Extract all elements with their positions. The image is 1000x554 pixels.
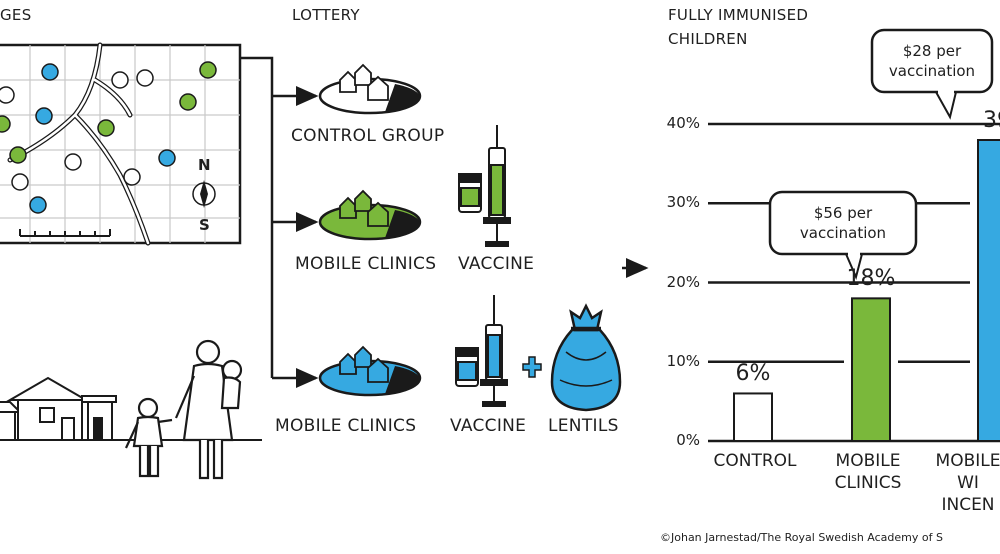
village-scene	[0, 339, 262, 480]
bar-2	[851, 297, 891, 442]
bar-1	[733, 392, 773, 443]
immunisation-chart	[708, 28, 1000, 443]
callout-text-line: $56 per	[813, 204, 873, 222]
mobile-clinics-label-1: MOBILE CLINICS	[295, 254, 437, 274]
chart-title-line-2: CHILDREN	[668, 30, 748, 48]
compass-icon	[192, 180, 216, 208]
control-group-houses-icon	[318, 63, 422, 115]
callout-tail	[934, 91, 958, 120]
lentils-label: LENTILS	[548, 416, 619, 436]
category-label-line: CONTROL	[713, 451, 797, 471]
category-label-line: CLINICS	[834, 473, 902, 493]
callout-bubble	[768, 190, 918, 256]
category-label-line: INCEN	[941, 495, 995, 515]
category-label-line: WI	[957, 473, 979, 493]
vaccine-icon-blue	[455, 295, 508, 407]
chart-title-line-1: FULLY IMMUNISED	[668, 6, 809, 24]
person-child	[125, 397, 173, 478]
bar-value-label: 6%	[735, 361, 771, 387]
compass-south-label: S	[199, 216, 211, 234]
callout-text: $56 per vaccination	[770, 203, 916, 243]
vaccine-icon-green	[458, 125, 511, 247]
category-label-line: MOBILE	[835, 451, 901, 471]
lentils-bag-icon	[550, 303, 622, 412]
callout-text: $28 per vaccination	[872, 41, 992, 81]
y-tick-label: 40%	[666, 114, 700, 132]
bar-value-label: 39	[983, 108, 1000, 133]
plus-icon	[522, 356, 542, 378]
y-tick-label: 20%	[666, 272, 700, 291]
vaccine-label-1: VACCINE	[458, 254, 535, 274]
lottery-label: LOTTERY	[292, 6, 360, 24]
category-label-line: MOBILE	[935, 451, 1000, 471]
callout-text-line: $28 per	[902, 42, 962, 60]
villages-label: GES	[0, 6, 32, 24]
village-map	[0, 42, 242, 246]
person-adult	[174, 339, 243, 480]
mobile-clinics-houses-icon-green	[318, 189, 422, 241]
lottery-flow	[240, 56, 319, 388]
copyright-credit: ©Johan Jarnestad/The Royal Swedish Acade…	[660, 531, 943, 544]
y-tick-label: 0%	[676, 431, 700, 449]
bar-value-label: 18%	[846, 266, 896, 292]
mobile-clinics-label-2: MOBILE CLINICS	[275, 416, 417, 436]
y-tick-label: 30%	[666, 193, 700, 212]
category-label: CONTROL	[700, 450, 810, 472]
callout-text-line: vaccination	[799, 224, 887, 242]
compass-north-label: N	[198, 156, 211, 174]
callout-bubble	[870, 28, 994, 94]
mobile-clinics-houses-icon-blue	[318, 345, 422, 397]
callout-text-line: vaccination	[888, 62, 976, 80]
y-tick-label: 10%	[666, 351, 700, 370]
control-group-label: CONTROL GROUP	[291, 126, 445, 146]
bar-3	[977, 139, 1000, 442]
vaccine-label-2: VACCINE	[450, 416, 527, 436]
